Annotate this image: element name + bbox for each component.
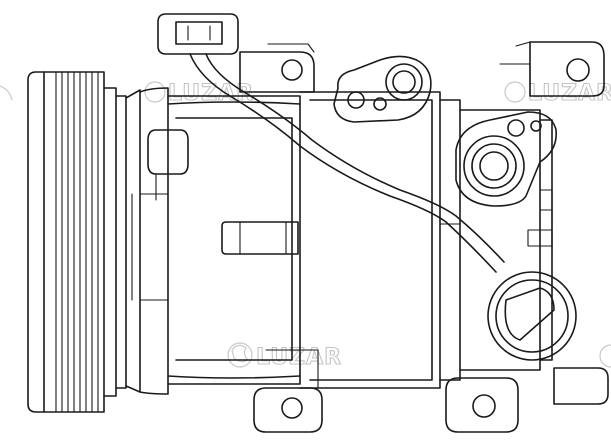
watermark-right: LUZAR <box>504 80 611 107</box>
watermark-edge-left <box>0 85 13 101</box>
watermark-lower: LUZAR <box>227 342 342 371</box>
mount-ear-bottom-left <box>253 349 323 433</box>
discharge-port <box>455 111 557 207</box>
wire-harness <box>189 53 505 273</box>
watermark-edge-right <box>599 344 611 368</box>
compressor-body <box>167 95 301 385</box>
electrical-connector <box>157 13 239 55</box>
suction-port <box>333 55 432 123</box>
watermark-text-right: LUZAR <box>528 81 611 106</box>
mount-ear-top-left <box>239 43 315 93</box>
mount-ear-bottom-right <box>445 367 609 433</box>
control-valve <box>487 271 577 361</box>
rear-details <box>439 189 553 251</box>
watermark-text-lower: LUZAR <box>256 345 342 370</box>
mount-ear-top-right <box>499 41 605 97</box>
clutch-housing <box>125 87 189 395</box>
pulley <box>27 71 127 413</box>
